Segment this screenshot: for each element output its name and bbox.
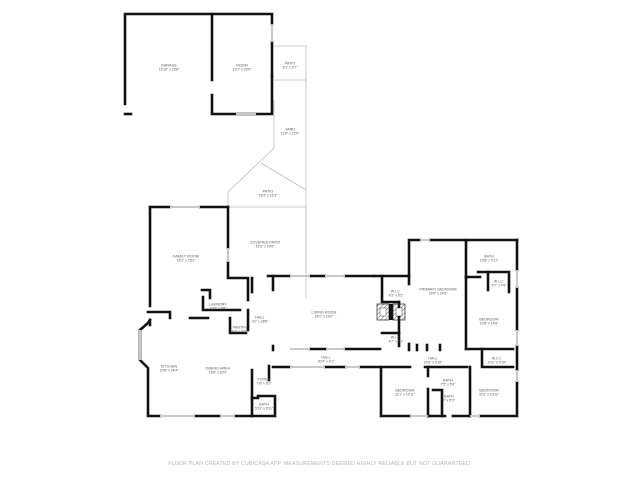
room-dimensions: 6'11" x 3'10": [487, 361, 507, 366]
room-patio-top: PATIO 8'1" x 6'7": [283, 62, 298, 71]
room-dimensions: 7' x 5'3": [443, 399, 455, 404]
room-pantry: PANTRY 4'4" x 4'10": [232, 326, 249, 335]
room-name: BEDROOM: [395, 388, 415, 393]
room-dimensions: 18'3" x 16'3": [258, 194, 278, 199]
room-name: W.I.C.: [493, 279, 505, 284]
room-name: YARD: [284, 127, 296, 132]
room-name: PRIMARY BEDROOM: [419, 287, 457, 292]
room-name: FAMILY ROOM: [173, 254, 199, 259]
room-room: ROOM 13'1" x 23'5": [233, 64, 252, 73]
disclaimer-footer: FLOOR PLAN CREATED BY CUBICASA APP. MEAS…: [168, 461, 472, 467]
room-primary-bedroom: PRIMARY BEDROOM 16'6" x 24'8": [419, 288, 456, 297]
room-living-room: LIVING ROOM 24'2" x 19'0": [311, 311, 336, 320]
room-dimensions: 5'7" x 4'6": [491, 284, 507, 289]
room-laundry: LAUNDRY 10'5" x 5'8": [209, 303, 227, 312]
room-wic-right: W.I.C. 5'7" x 4'6": [492, 280, 507, 289]
room-bedroom-left: BEDROOM 11'1" x 10'11": [395, 389, 415, 398]
room-dimensions: 11'9" x 21'0": [280, 132, 300, 137]
room-dimensions: 8'1" x 6'7": [282, 66, 298, 71]
walls: [123, 12, 519, 418]
room-patio-mid: PATIO 18'3" x 16'3": [259, 190, 278, 199]
room-dimensions: 19'10" x 23'8": [158, 68, 180, 73]
room-name: BATH: [259, 402, 269, 407]
windows: [139, 24, 518, 417]
room-name: HALL: [255, 315, 265, 320]
room-wic-top: W.I.C. 4'3" x 5'2": [389, 290, 404, 299]
room-bath-small: BATH 7' x 5'3": [443, 395, 455, 404]
room-dimensions: 7'6" x 6'2": [256, 382, 272, 387]
room-dimensions: 14'8" x 20'0": [208, 371, 228, 376]
room-name: LIVING ROOM: [311, 310, 337, 315]
room-kitchen: KITCHEN 10'8" x 24'4": [160, 365, 179, 374]
room-dimensions: 10'5" x 5'8": [209, 307, 227, 312]
room-dimensions: 5'11" x 6'11": [254, 407, 274, 412]
room-name: BATH: [444, 394, 454, 399]
room-name: BATH: [443, 378, 453, 383]
room-yard: YARD 11'9" x 21'0": [281, 128, 299, 137]
room-name: GARAGE: [161, 63, 177, 68]
room-name: BEDROOM: [479, 388, 499, 393]
room-bath-top: BATH 10'8" x 9'11": [480, 255, 498, 264]
room-dimensions: 4'7" x 5'1": [388, 340, 404, 345]
room-name: BEDROOM: [479, 317, 499, 322]
room-wic-mid: W.I.C. 4'7" x 5'1": [389, 336, 404, 345]
room-bedroom-bottom-right: BEDROOM 11'6" x 10'11": [479, 389, 499, 398]
room-hall-right: HALL 23'3" x 3'10": [424, 357, 443, 366]
room-dimensions: 11'6" x 10'11": [479, 393, 499, 398]
room-name: W.I.C.: [390, 289, 402, 294]
room-dimensions: 16'3" x 19'8": [255, 245, 275, 250]
room-hall-left: HALL 3'2" x 28'8": [252, 316, 269, 325]
room-bath-mid: BATH 7'5" x 5'4": [441, 379, 456, 388]
room-wic-bottom: W.I.C. 6'11" x 3'10": [488, 357, 506, 366]
room-dining-area: DINING AREA 14'8" x 20'0": [206, 367, 230, 376]
room-dimensions: 10'8" x 24'4": [159, 369, 179, 374]
room-dimensions: 23'3" x 3'10": [423, 361, 443, 366]
room-name: PATIO: [284, 61, 296, 66]
room-dimensions: 7'5" x 5'4": [440, 383, 456, 388]
room-name: PATIO: [262, 189, 274, 194]
room-name: W.I.C.: [390, 335, 402, 340]
room-name: BATH: [484, 254, 494, 259]
room-dimensions: 16'6" x 24'8": [428, 292, 448, 297]
room-name: W.I.C.: [491, 356, 503, 361]
room-name: COVERED PATIO: [249, 240, 281, 245]
room-family-room: FAMILY ROOM 18'1" x 25'2": [173, 255, 199, 264]
room-dimensions: 4'3" x 5'2": [388, 294, 404, 299]
room-dimensions: 11'1" x 10'11": [395, 393, 415, 398]
room-dimensions: 18'1" x 25'2": [176, 259, 196, 264]
room-dimensions: 24'2" x 19'0": [314, 315, 334, 320]
room-name: HALL: [428, 356, 438, 361]
room-dimensions: 10'8" x 14'8": [479, 322, 499, 327]
room-dimensions: 3'2" x 28'8": [251, 320, 269, 325]
room-dimensions: 4'4" x 4'10": [231, 330, 249, 335]
room-foyer: FOYER 7'6" x 6'2": [257, 378, 272, 387]
room-name: HALL: [321, 355, 331, 360]
room-bedroom-right: BEDROOM 10'8" x 14'8": [479, 318, 498, 327]
fireplace: [376, 303, 406, 321]
room-name: DINING AREA: [205, 366, 231, 371]
room-covered-patio: COVERED PATIO 16'3" x 19'8": [250, 241, 280, 250]
room-dimensions: 13'1" x 23'5": [232, 68, 252, 73]
room-name: LAUNDRY: [209, 302, 227, 307]
room-garage: GARAGE 19'10" x 23'8": [159, 64, 179, 73]
room-name: FOYER: [257, 377, 271, 382]
room-name: PANTRY: [232, 325, 248, 330]
room-dimensions: 20'4" x 4'1": [317, 360, 335, 365]
patio-outlines: [227, 45, 307, 298]
room-name: ROOM: [236, 63, 248, 68]
room-dimensions: 10'8" x 9'11": [479, 259, 499, 264]
room-name: KITCHEN: [160, 364, 178, 369]
room-bath-left: BATH 5'11" x 6'11": [255, 403, 273, 412]
room-hall-bottom: HALL 20'4" x 4'1": [318, 356, 335, 365]
